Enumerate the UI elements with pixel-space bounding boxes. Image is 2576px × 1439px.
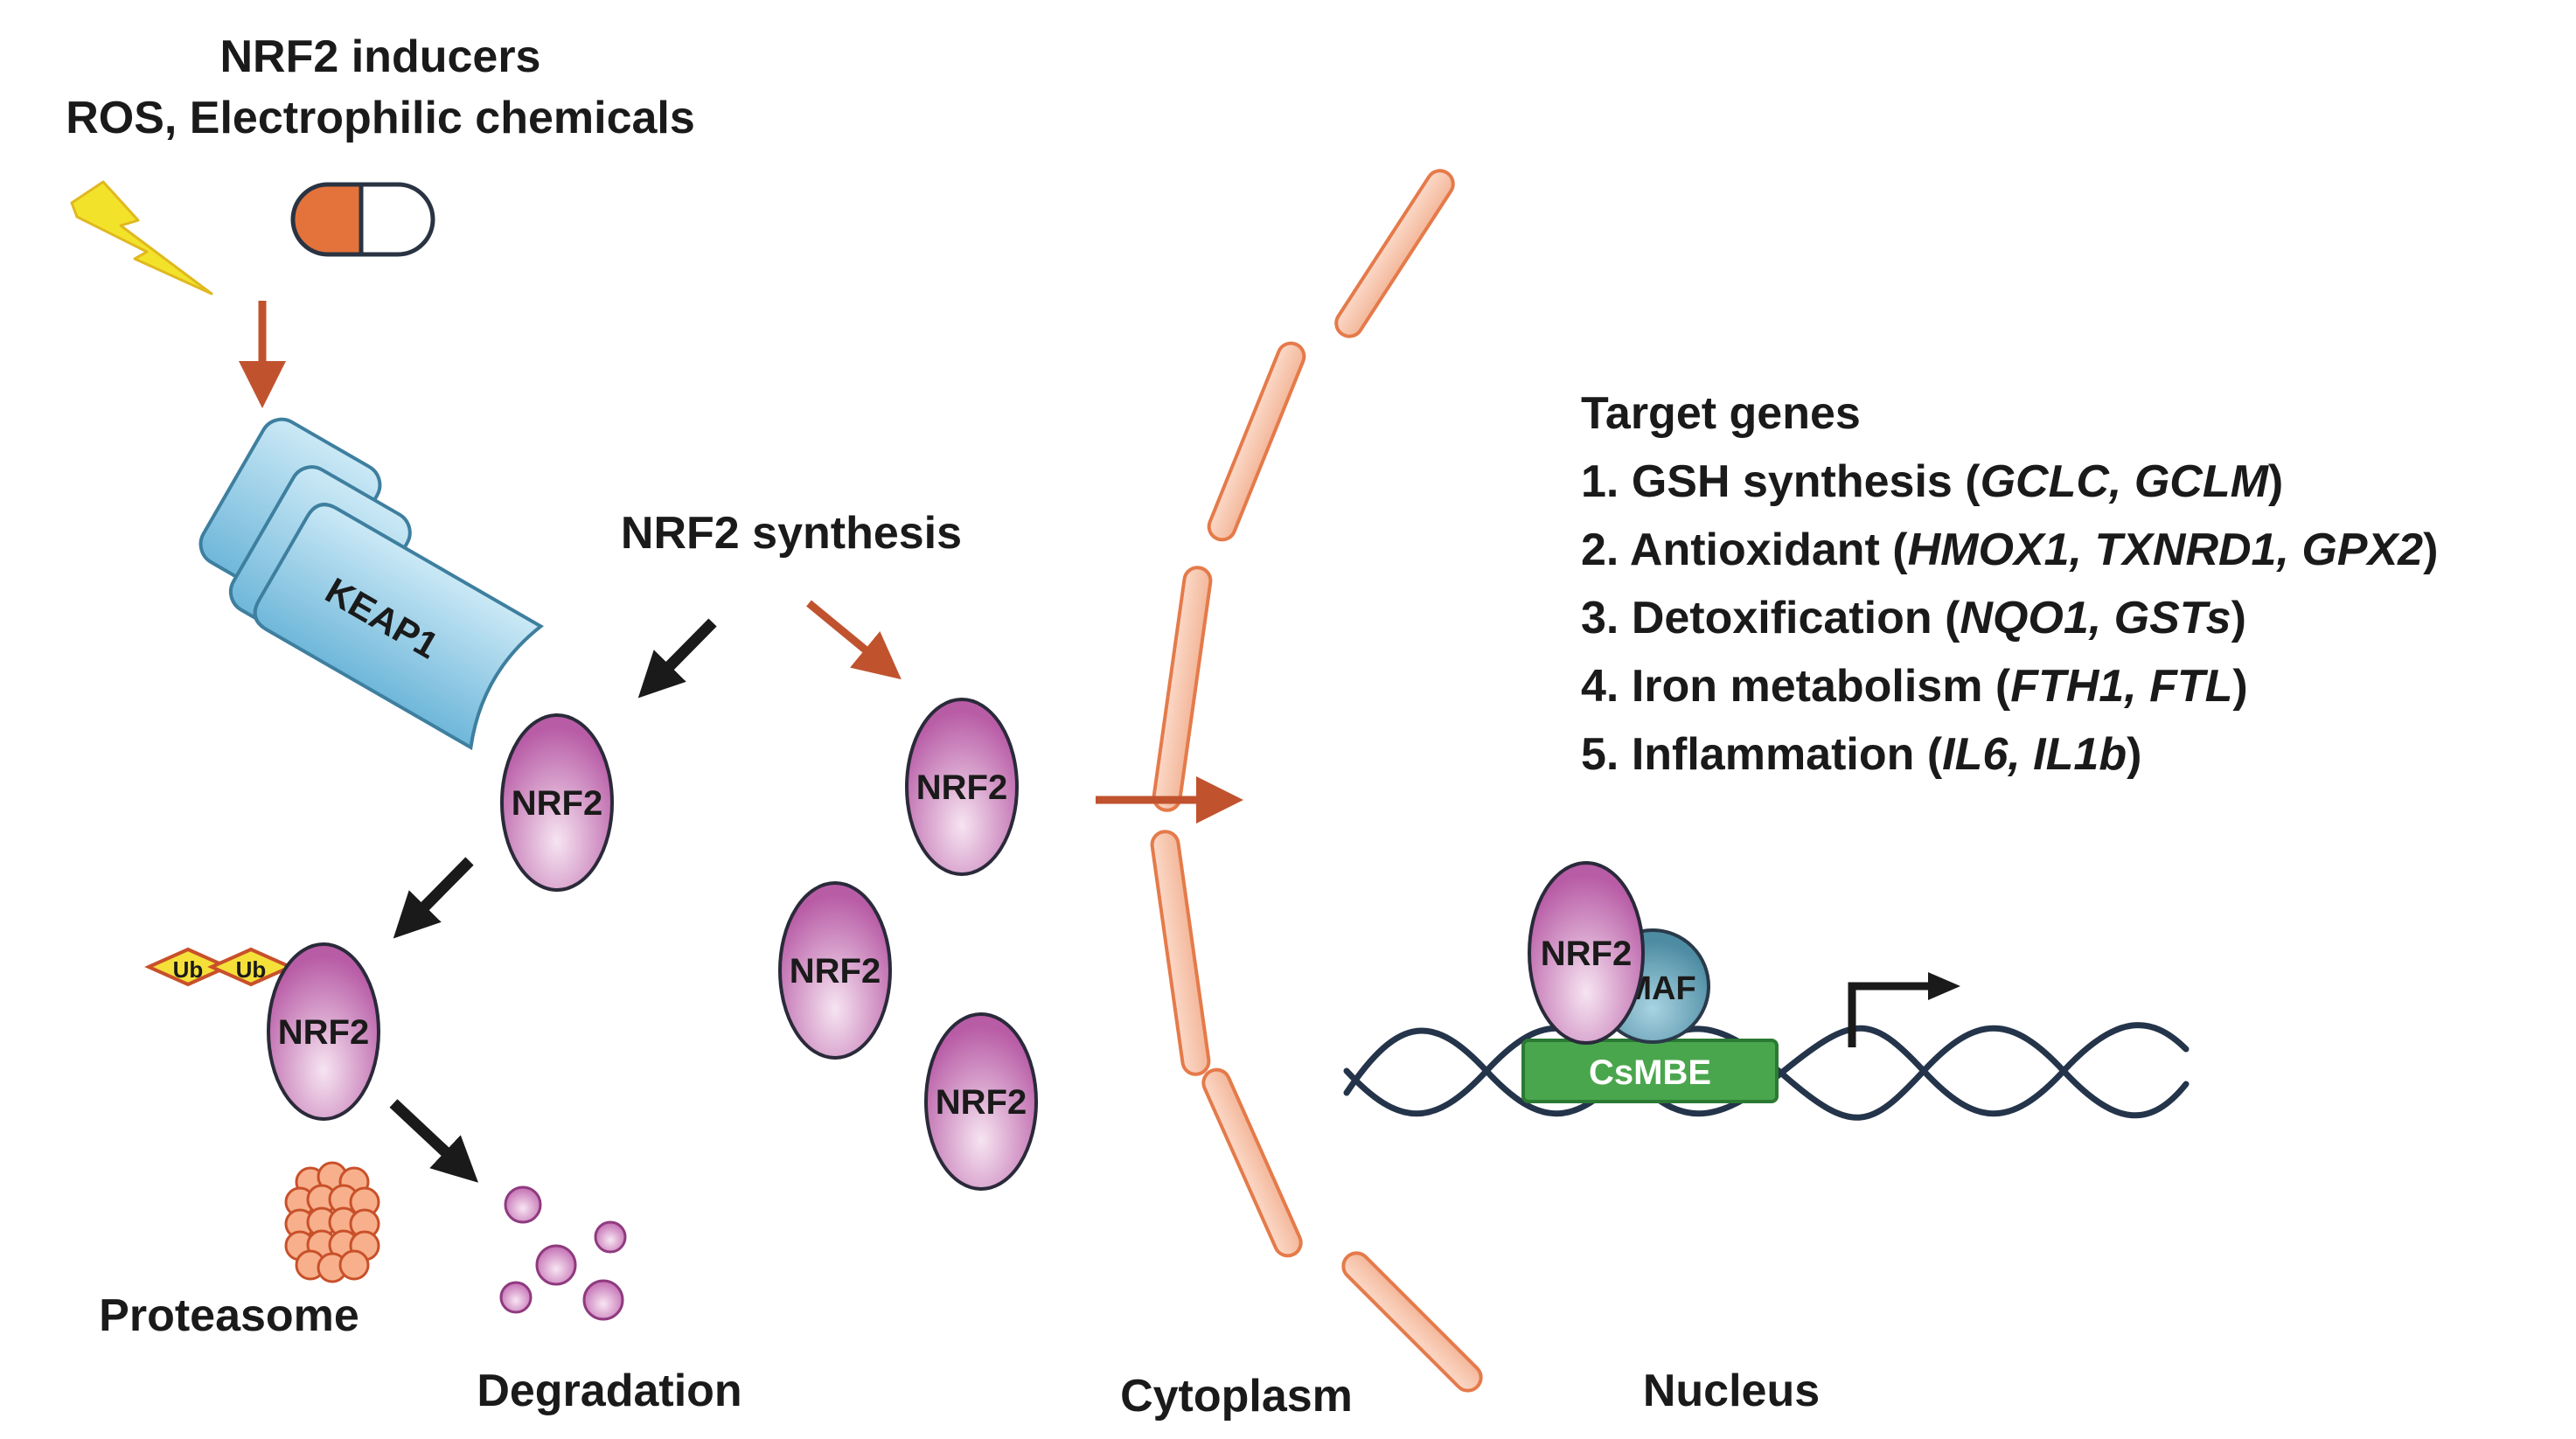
nrf2-label: NRF2	[278, 1013, 369, 1052]
nrf2-nuclear: NRF2	[1528, 861, 1645, 1045]
csmbe-element: CsMBE	[1521, 1039, 1779, 1103]
nrf2-label: NRF2	[936, 1083, 1027, 1122]
ubiquitin-tags: Ub Ub	[144, 947, 295, 987]
cytoplasm-label: Cytoplasm	[1120, 1371, 1353, 1422]
nrf2-free-2: NRF2	[778, 881, 892, 1060]
degradation-label: Degradation	[477, 1366, 741, 1416]
synthesis-label: NRF2 synthesis	[621, 508, 962, 559]
target-gene-item: 4. Iron metabolism (FTH1, FTL)	[1581, 661, 2248, 712]
inducers-title: NRF2 inducers	[220, 31, 541, 82]
degradation-fragments	[499, 1185, 627, 1321]
nrf2-ubiquitinated: NRF2	[267, 942, 380, 1121]
ub-label: Ub	[173, 956, 204, 983]
nuclear-membrane	[1150, 169, 1483, 1393]
target-genes-title: Target genes	[1581, 388, 1861, 439]
nrf2-label: NRF2	[790, 952, 881, 991]
capsule-icon	[290, 182, 435, 257]
target-gene-item: 5. Inflammation (IL6, IL1b)	[1581, 729, 2141, 780]
nrf2-free-3: NRF2	[924, 1012, 1038, 1191]
lightning-bolt-icon	[70, 180, 213, 295]
proteasome-label: Proteasome	[99, 1290, 359, 1341]
synthesis-to-cytoplasm-arrow	[806, 600, 902, 680]
nrf2-label: NRF2	[1541, 935, 1632, 973]
target-gene-item: 2. Antioxidant (HMOX1, TXNRD1, GPX2)	[1581, 525, 2438, 575]
to-degradation-arrow	[389, 1099, 478, 1183]
target-gene-item: 3. Detoxification (NQO1, GSTs)	[1581, 593, 2246, 643]
nrf2-keap1-bound: NRF2	[500, 713, 614, 892]
nrf2-label: NRF2	[916, 768, 1007, 807]
nucleus-label: Nucleus	[1643, 1366, 1820, 1416]
proteasome-icon	[284, 1161, 380, 1283]
synthesis-to-keap1-arrow	[637, 618, 717, 699]
target-gene-item: 1. GSH synthesis (GCLC, GCLM)	[1581, 456, 2283, 507]
target-genes-list: Target genes 1. GSH synthesis (GCLC, GCL…	[1581, 388, 2438, 780]
ub-label: Ub	[236, 956, 267, 983]
to-ubiquitination-arrow	[393, 857, 474, 939]
transcription-start-arrow-icon	[1848, 972, 1960, 1047]
nrf2-free-1: NRF2	[905, 698, 1019, 876]
keap1-complex: KEAP1	[198, 417, 544, 751]
csmbe-label: CsMBE	[1589, 1053, 1711, 1092]
inducers-subtitle: ROS, Electrophilic chemicals	[66, 93, 695, 143]
nrf2-label: NRF2	[512, 784, 602, 823]
